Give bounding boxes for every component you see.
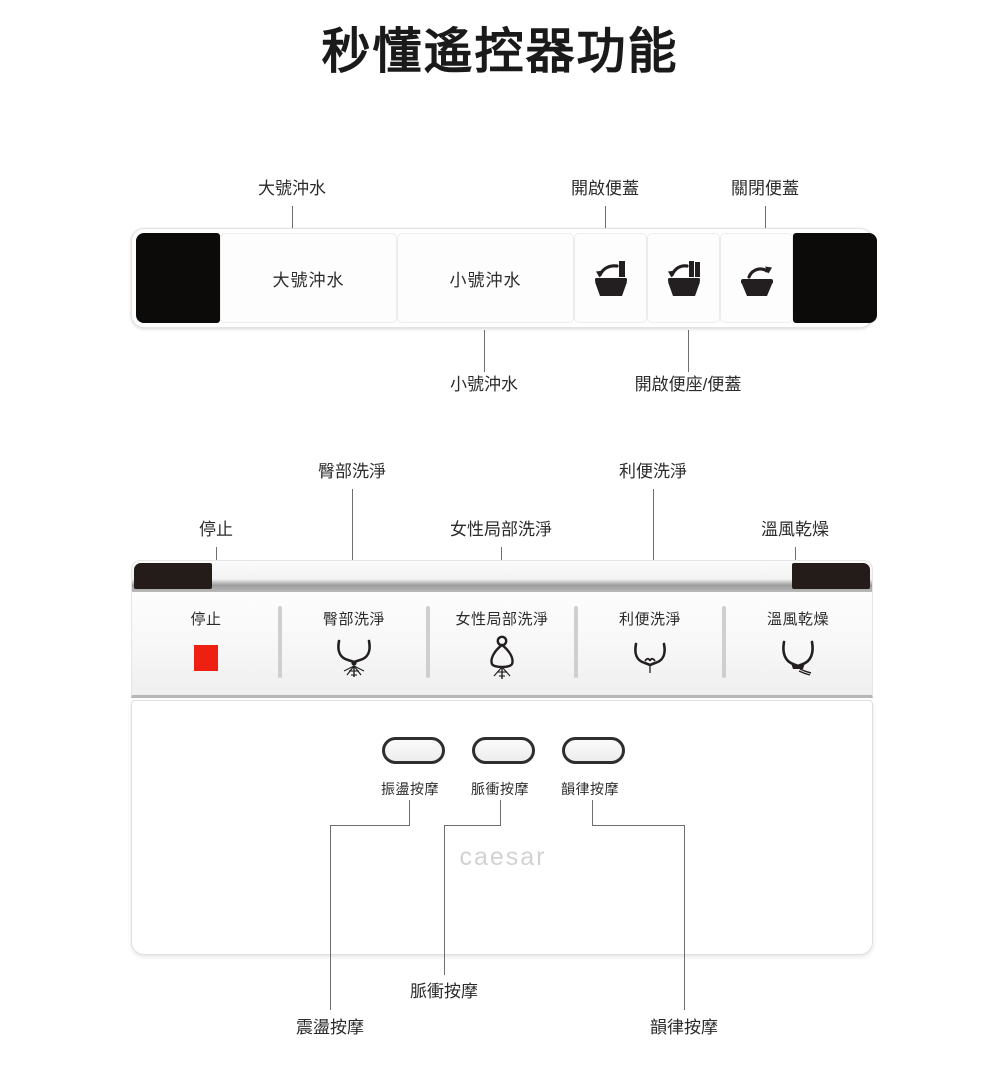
callout-soft-wash: 利便洗淨 (619, 462, 687, 481)
callout-big-flush: 大號沖水 (258, 179, 326, 198)
button-rear-wash-label: 臀部洗淨 (322, 611, 385, 628)
massage-panel-body: 振盪按摩 脈衝按摩 韻律按摩 caesar (131, 700, 873, 955)
lady-wash-icon (490, 635, 514, 679)
callout-stop: 停止 (199, 520, 233, 539)
stop-square-icon (194, 636, 218, 680)
button-small-flush[interactable]: 小號沖水 (397, 233, 574, 323)
button-big-flush[interactable]: 大號沖水 (220, 233, 397, 323)
massage-button-row (132, 737, 874, 764)
flush-remote-body: 大號沖水 小號沖水 (131, 228, 877, 328)
leader-line-soft-wash (653, 489, 654, 608)
callout-lady-wash: 女性局部洗淨 (450, 520, 552, 539)
rear-wash-icon (337, 639, 371, 677)
label-pulse-massage: 脈衝按摩 (471, 781, 529, 797)
button-rear-wash[interactable]: 臀部洗淨 (278, 592, 428, 695)
leader-line-small-flush (484, 330, 485, 372)
toilet-open-seat-lid-icon (667, 261, 700, 296)
page-title: 秒懂遙控器功能 (321, 25, 679, 79)
button-soft-wash-label: 利便洗淨 (618, 611, 681, 628)
leader-line-pulse-horizontal (444, 825, 501, 826)
soft-wash-icon (634, 642, 666, 673)
toilet-open-lid-icon (594, 261, 627, 296)
button-stop-label: 停止 (190, 611, 222, 628)
callout-open-lid: 開啟便蓋 (571, 179, 639, 198)
button-pulse-massage[interactable] (471, 737, 535, 764)
callout-rear-wash: 臀部洗淨 (318, 462, 386, 481)
leader-line-rear-wash (352, 489, 353, 608)
toilet-close-lid-icon (740, 266, 773, 296)
callout-rhythm-massage: 韻律按摩 (650, 1018, 718, 1037)
label-rhythm-massage: 韻律按摩 (561, 781, 619, 797)
button-warm-air-dry-label: 溫風乾燥 (766, 611, 829, 628)
wash-remote-end-cap-right (792, 563, 870, 589)
button-close-lid[interactable] (720, 233, 793, 323)
callout-warm-air-dry: 溫風乾燥 (761, 520, 829, 539)
button-rhythm-massage[interactable] (561, 737, 625, 764)
wash-remote-top-strip (131, 560, 873, 592)
leader-line-open-seat-lid (688, 330, 689, 372)
button-big-flush-label: 大號沖水 (272, 270, 345, 290)
brand-logo: caesar (459, 843, 547, 871)
remote-end-cap-right (793, 233, 877, 323)
warm-air-dry-icon (782, 640, 814, 676)
wash-remote-key-row: 停止 臀部洗淨 (131, 592, 873, 698)
button-soft-wash[interactable]: 利便洗淨 (574, 592, 724, 695)
callout-open-seat-lid: 開啟便座/便蓋 (634, 375, 742, 394)
remote-end-cap-left (136, 233, 220, 323)
wash-remote-end-cap-left (134, 563, 212, 589)
leader-line-pulse-vertical (444, 825, 445, 975)
leader-line-pulse-stub (500, 800, 501, 825)
callout-close-lid: 關閉便蓋 (731, 179, 799, 198)
button-lady-wash-label: 女性局部洗淨 (455, 611, 549, 628)
leader-line-rhythm-vertical (684, 825, 685, 1010)
button-lady-wash[interactable]: 女性局部洗淨 (426, 592, 576, 695)
leader-line-vibration-stub (409, 800, 410, 825)
leader-line-vibration-horizontal (330, 825, 410, 826)
button-open-lid[interactable] (574, 233, 647, 323)
callout-vibration-massage: 震盪按摩 (296, 1018, 364, 1037)
wash-remote-body: 停止 臀部洗淨 (131, 560, 873, 698)
button-stop[interactable]: 停止 (132, 592, 280, 695)
leader-line-rhythm-stub (592, 800, 593, 825)
label-vibration-massage: 振盪按摩 (381, 781, 439, 797)
callout-pulse-massage: 脈衝按摩 (410, 982, 478, 1001)
button-vibration-massage[interactable] (381, 737, 445, 764)
button-open-seat-lid[interactable] (647, 233, 720, 323)
button-small-flush-label: 小號沖水 (449, 270, 522, 290)
callout-small-flush: 小號沖水 (450, 375, 518, 394)
button-warm-air-dry[interactable]: 溫風乾燥 (722, 592, 872, 695)
leader-line-vibration-vertical (330, 825, 331, 1010)
leader-line-rhythm-horizontal (592, 825, 684, 826)
